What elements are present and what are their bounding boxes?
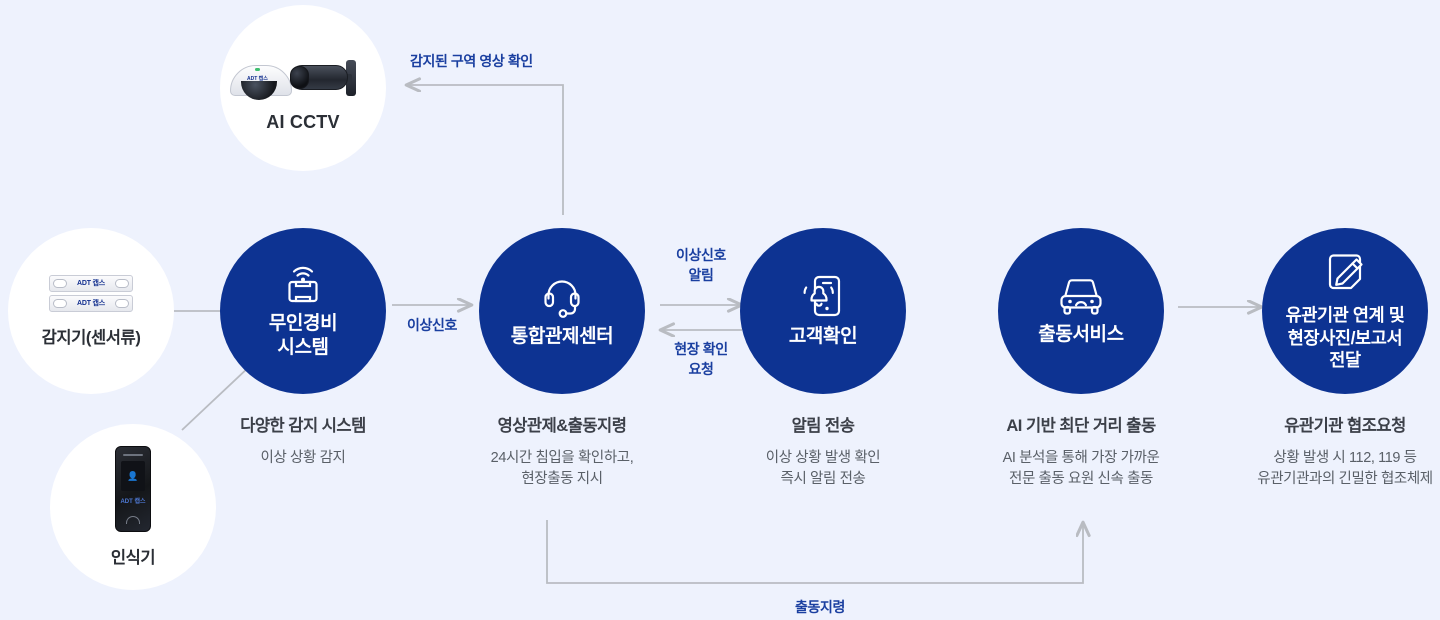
caption-customer-confirmation: 알림 전송 이상 상황 발생 확인 즉시 알림 전송 — [703, 416, 943, 490]
edge-label-abnormal-signal: 이상신호 — [407, 317, 457, 333]
node-title: 무인경비 시스템 — [268, 312, 338, 358]
caption-title: 다양한 감지 시스템 — [240, 417, 366, 435]
caption-title: 영상관제&출동지령 — [497, 417, 627, 435]
node-title: 통합관제센터 — [510, 325, 614, 347]
edge-label-cctv-video-check: 감지된 구역 영상 확인 — [410, 53, 533, 69]
caption-title: 알림 전송 — [791, 417, 855, 435]
access-reader-icon: 👤 ADT 캡스 — [115, 446, 151, 532]
headset-icon — [544, 280, 580, 318]
node-agency-linkage[interactable]: 유관기관 연계 및 현장사진/보고서 전달 — [1262, 228, 1428, 394]
sensor-label: 감지기(센서류) — [41, 328, 141, 347]
caption-integrated-control-center: 영상관제&출동지령 24시간 침입을 확인하고, 현장출동 지시 — [442, 416, 682, 490]
cctv-label: AI CCTV — [266, 111, 340, 132]
node-unmanned-security-system[interactable]: 무인경비 시스템 — [220, 228, 386, 394]
caption-desc: 상황 발생 시 112, 119 등 유관기관과의 긴밀한 협조체제 — [1257, 450, 1433, 488]
caption-title: AI 기반 최단 거리 출동 — [1006, 417, 1156, 435]
node-dispatch-service[interactable]: 출동서비스 — [998, 228, 1164, 394]
phone-alert-icon — [803, 275, 841, 316]
sensor-bars-icon: ADT 캡스 ADT 캡스 — [49, 274, 133, 312]
source-cctv: ADT 캡스 AI CCTV — [220, 5, 386, 171]
report-pen-icon — [1328, 254, 1363, 289]
node-customer-confirmation[interactable]: 고객확인 — [740, 228, 906, 394]
cctv-cameras-icon: ADT 캡스 — [228, 44, 378, 100]
caption-desc: 이상 상황 발생 확인 즉시 알림 전송 — [765, 450, 881, 488]
node-title: 고객확인 — [788, 325, 858, 347]
node-integrated-control-center[interactable]: 통합관제센터 — [479, 228, 645, 394]
source-sensor: ADT 캡스 ADT 캡스 감지기(센서류) — [8, 228, 174, 394]
node-title: 출동서비스 — [1038, 323, 1124, 345]
edge-label-abnormal-signal-alert: 이상신호 알림 — [676, 247, 726, 283]
wifi-panel-icon — [288, 266, 318, 302]
source-reader: 👤 ADT 캡스 인식기 — [50, 424, 216, 590]
cctv-dome-brand: ADT 캡스 — [247, 75, 268, 82]
arrow-dispatch-order — [546, 520, 1083, 584]
caption-desc: AI 분석을 통해 가장 가까운 전문 출동 요원 신속 출동 — [1002, 450, 1160, 488]
reader-brand: ADT 캡스 — [120, 499, 146, 505]
sensor-brand-top: ADT 캡스 — [76, 280, 105, 287]
sensor-brand-bottom: ADT 캡스 — [76, 300, 105, 307]
edge-label-dispatch-order: 출동지령 — [795, 599, 845, 615]
arrow-cctv-video-check — [406, 85, 564, 215]
patrol-car-icon — [1060, 279, 1102, 315]
caption-unmanned-security-system: 다양한 감지 시스템 이상 상황 감지 — [183, 416, 423, 469]
node-title: 유관기관 연계 및 현장사진/보고서 전달 — [1285, 304, 1405, 371]
caption-dispatch-service: AI 기반 최단 거리 출동 AI 분석을 통해 가장 가까운 전문 출동 요원… — [961, 416, 1201, 490]
edge-label-site-check-request: 현장 확인 요청 — [674, 341, 728, 377]
caption-desc: 이상 상황 감지 — [260, 450, 346, 467]
caption-title: 유관기관 협조요청 — [1284, 417, 1406, 435]
reader-label: 인식기 — [110, 549, 156, 567]
caption-desc: 24시간 침입을 확인하고, 현장출동 지시 — [490, 450, 634, 488]
caption-agency-linkage: 유관기관 협조요청 상황 발생 시 112, 119 등 유관기관과의 긴밀한 … — [1216, 416, 1440, 490]
